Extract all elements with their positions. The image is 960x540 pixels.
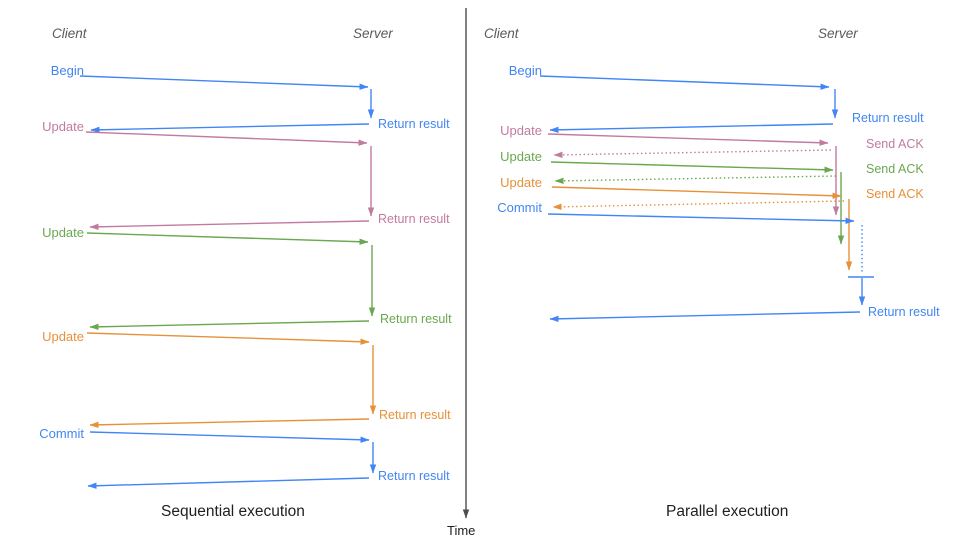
seq-return-result-label-update2: Return result — [380, 312, 452, 326]
seq-client-header: Client — [52, 26, 87, 41]
par-send-ack-label-update1: Send ACK — [866, 137, 924, 151]
par-client-header: Client — [484, 26, 519, 41]
seq-update3-request-arrow — [86, 332, 370, 345]
seq-return-result-label-update3: Return result — [379, 408, 451, 422]
par-op-label-update2: Update — [500, 149, 542, 164]
parallel-diagram-arrows — [539, 75, 874, 323]
seq-op-label-begin: Begin — [50, 63, 84, 78]
par-op-label-update1: Update — [500, 123, 542, 138]
par-commit-request-arrow — [547, 213, 855, 225]
seq-return-result-label-commit: Return result — [378, 469, 450, 483]
seq-server-header: Server — [353, 26, 393, 41]
par-op-label-update3: Update — [500, 175, 542, 190]
seq-op-label-commit: Commit — [39, 426, 84, 441]
par-op-label-begin: Begin — [508, 63, 542, 78]
seq-return-result-label-update1: Return result — [378, 212, 450, 226]
par-update1-request-arrow — [547, 133, 829, 146]
seq-return-result-label-begin: Return result — [378, 117, 450, 131]
seq-update3-return-arrow — [89, 418, 370, 429]
par-update2-request-arrow — [550, 161, 834, 173]
seq-commit-request-arrow — [89, 431, 370, 443]
seq-begin-request-arrow — [79, 75, 369, 90]
par-update3-ack-arrow — [552, 200, 845, 211]
par-update3-request-arrow — [551, 186, 842, 199]
par-return-result-label-commit: Return result — [868, 305, 940, 319]
par-op-label-commit: Commit — [497, 200, 542, 215]
parallel-caption: Parallel execution — [666, 503, 789, 520]
par-send-ack-label-update3: Send ACK — [866, 187, 924, 201]
seq-commit-return-arrow — [87, 477, 370, 489]
par-update2-ack-arrow — [554, 175, 837, 185]
par-server-header: Server — [818, 26, 858, 41]
sequential-caption: Sequential execution — [161, 503, 305, 520]
par-send-ack-label-update2: Send ACK — [866, 162, 924, 176]
par-begin-request-arrow — [539, 75, 830, 90]
seq-op-label-update3: Update — [42, 329, 84, 344]
par-commit-return-arrow — [549, 311, 861, 323]
seq-update1-return-arrow — [89, 220, 370, 231]
par-return-result-label-begin: Return result — [852, 111, 924, 125]
time-axis-label: Time — [447, 523, 476, 538]
seq-begin-return-arrow — [90, 123, 370, 134]
seq-op-label-update2: Update — [42, 225, 84, 240]
seq-update2-request-arrow — [86, 232, 369, 245]
seq-update2-return-arrow — [89, 320, 370, 331]
seq-op-label-update1: Update — [42, 119, 84, 134]
sequential-diagram-arrows — [79, 75, 377, 489]
seq-update1-request-arrow — [85, 131, 368, 146]
par-update1-ack-arrow — [553, 149, 832, 159]
par-begin-return-arrow — [549, 123, 834, 134]
